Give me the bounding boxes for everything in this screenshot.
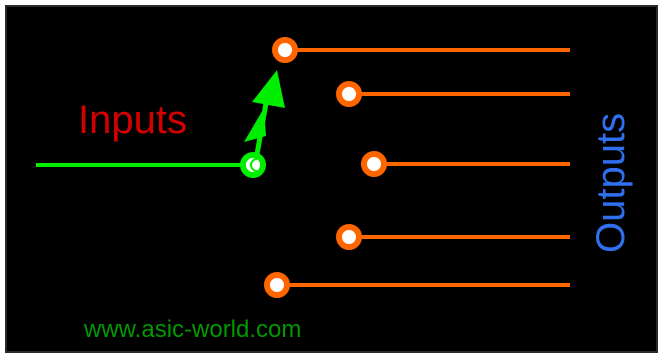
input-node-icon (240, 152, 266, 178)
output-node-icon (264, 272, 290, 298)
output-nodes (264, 37, 387, 298)
arrow-head-icon (244, 108, 266, 142)
output-node-icon (272, 37, 298, 63)
output-node-icon (336, 81, 362, 107)
output-node-icon (336, 224, 362, 250)
inputs-label: Inputs (78, 98, 187, 142)
selector-arrow-icon (244, 70, 285, 161)
output-lines (277, 48, 570, 287)
input-node-circle (240, 152, 266, 178)
diagram-panel (5, 5, 658, 353)
outputs-label: Outputs (589, 113, 633, 253)
input-node-mark (250, 158, 258, 172)
output-node-icon (361, 151, 387, 177)
arrow-head-icon (252, 70, 285, 108)
watermark-text: www.asic-world.com (83, 316, 301, 343)
